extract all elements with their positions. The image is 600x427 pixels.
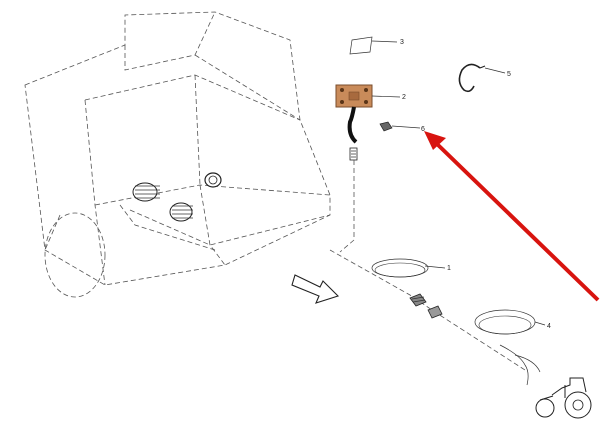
bracket-plate-icon	[349, 36, 398, 55]
wire-loop-4	[474, 309, 546, 386]
harness-run	[329, 249, 526, 371]
highlight-arrow	[424, 131, 600, 302]
control-box-icon	[335, 84, 401, 144]
direction-arrow-icon	[291, 274, 340, 304]
callout-4: 4	[547, 323, 551, 330]
connector-icon	[379, 121, 421, 132]
callout-3: 3	[400, 39, 404, 46]
tractor-icon	[535, 377, 592, 419]
cable-run	[339, 147, 358, 253]
baler-rollers	[132, 172, 222, 222]
callout-5: 5	[507, 71, 511, 78]
cable-loop-icon	[458, 63, 506, 93]
callout-2: 2	[402, 94, 406, 101]
baler-outline	[24, 11, 331, 298]
wire-loop-1	[371, 258, 446, 278]
callout-6: 6	[421, 126, 425, 133]
plug-connectors	[409, 293, 443, 319]
callout-1: 1	[447, 265, 451, 272]
